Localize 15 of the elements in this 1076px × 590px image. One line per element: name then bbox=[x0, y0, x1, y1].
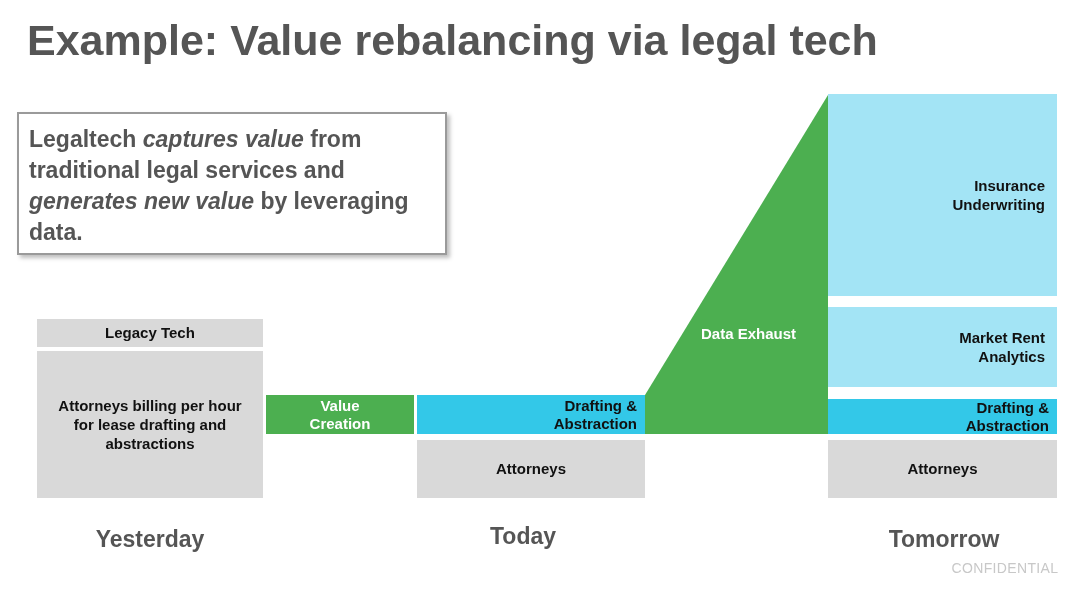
column-heading: Yesterday bbox=[94, 525, 206, 554]
column-heading: Today bbox=[489, 522, 557, 551]
process-box: Drafting & Abstraction bbox=[417, 395, 645, 434]
callout-box: Legaltech captures value from traditional legal services and generates new value by leveraging data. bbox=[17, 112, 447, 255]
process-box: Value Creation bbox=[266, 395, 414, 434]
process-box: Attorneys bbox=[417, 440, 645, 498]
process-box: Market Rent Analytics bbox=[828, 307, 1057, 387]
process-box: Attorneys billing per hour for lease drafting and abstractions bbox=[37, 351, 263, 498]
column-heading: Tomorrow bbox=[887, 525, 1001, 554]
data-exhaust-shape: Data Exhaust bbox=[645, 95, 828, 434]
title: Example: Value rebalancing via legal tech bbox=[27, 15, 878, 66]
process-box: Drafting & Abstraction bbox=[828, 399, 1057, 434]
process-box: Legacy Tech bbox=[37, 319, 263, 347]
process-box: Attorneys bbox=[828, 440, 1057, 498]
process-box: Insurance Underwriting bbox=[828, 94, 1057, 296]
